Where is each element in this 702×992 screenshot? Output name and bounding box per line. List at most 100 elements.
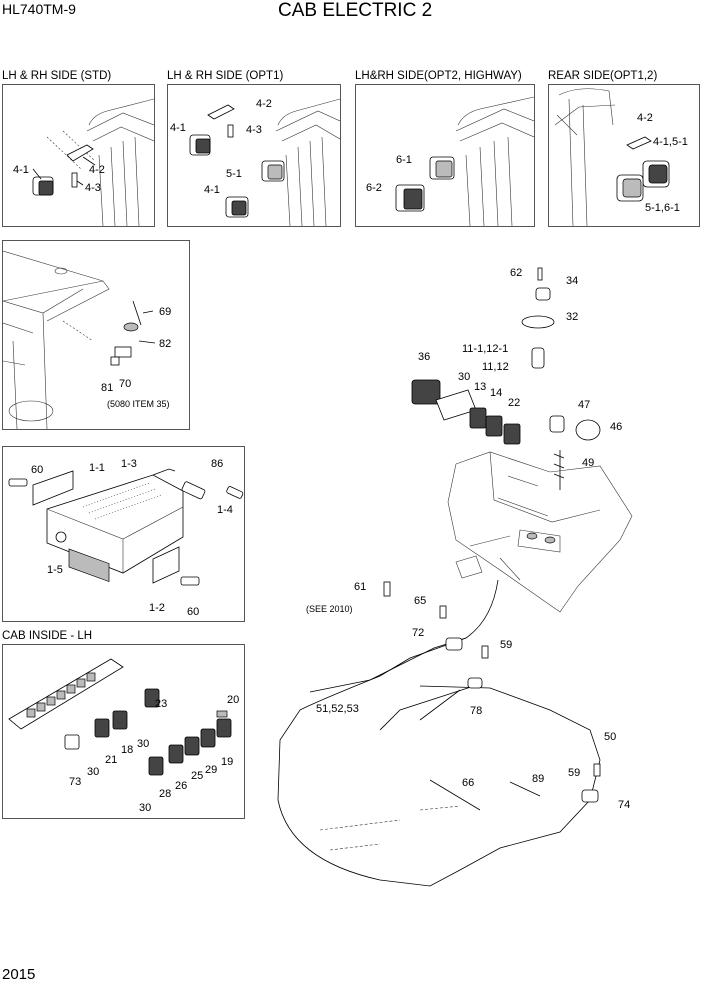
panel-opt2: 6-1 6-2 bbox=[355, 84, 535, 227]
connector-1-4 bbox=[181, 481, 206, 500]
bracket-4-2 bbox=[626, 136, 652, 150]
switch-panel bbox=[8, 658, 124, 730]
console bbox=[447, 451, 633, 613]
opt1-label-4-3: 4-3 bbox=[246, 124, 262, 136]
switch-21 bbox=[94, 718, 110, 738]
switch-25 bbox=[184, 736, 200, 756]
rear-label-4-2: 4-2 bbox=[637, 112, 653, 124]
harness-51 bbox=[309, 579, 499, 693]
bolt-4-3 bbox=[227, 124, 234, 138]
panel-title-opt2: LH&RH SIDE(OPT2, HIGHWAY) bbox=[355, 70, 522, 82]
cab-label-30-a: 30 bbox=[137, 738, 149, 750]
cab-label-25: 25 bbox=[191, 770, 203, 782]
switch-28 bbox=[148, 756, 164, 776]
nut-81 bbox=[110, 356, 120, 366]
radio-display bbox=[68, 548, 110, 583]
clamp-78 bbox=[467, 677, 483, 689]
main-label-22: 22 bbox=[508, 397, 520, 409]
harness-49 bbox=[553, 450, 565, 490]
main-label-62: 62 bbox=[510, 267, 522, 279]
opt1-label-4-1-bottom: 4-1 bbox=[204, 184, 220, 196]
cab-label-29: 29 bbox=[205, 764, 217, 776]
cab-label-18: 18 bbox=[121, 744, 133, 756]
cab-label-30-c: 30 bbox=[139, 802, 151, 814]
main-label-59-b: 59 bbox=[568, 767, 580, 779]
panel-antenna: 69 82 81 70 (5080 ITEM 35) bbox=[2, 240, 190, 430]
switch-19 bbox=[216, 718, 232, 738]
bracket-1-1 bbox=[32, 470, 74, 506]
opt2-label-6-2: 6-2 bbox=[366, 182, 382, 194]
bolt-4-3 bbox=[71, 172, 78, 188]
main-label-74: 74 bbox=[618, 799, 630, 811]
main-label-13: 13 bbox=[474, 381, 486, 393]
harness-50 bbox=[277, 637, 601, 887]
main-label-59-a: 59 bbox=[500, 639, 512, 651]
radio-label-1-2: 1-2 bbox=[149, 602, 165, 614]
screw-65 bbox=[439, 605, 447, 619]
antenna-label-70: 70 bbox=[119, 378, 131, 390]
cab-label-19: 19 bbox=[221, 756, 233, 768]
switch-18 bbox=[112, 710, 128, 730]
main-label-65: 65 bbox=[414, 595, 426, 607]
switch-73 bbox=[64, 734, 80, 750]
main-label-30: 30 bbox=[458, 371, 470, 383]
page-number: 2015 bbox=[2, 966, 36, 983]
main-label-47: 47 bbox=[578, 399, 590, 411]
antenna-label-81: 81 bbox=[101, 382, 113, 394]
screw-59-b bbox=[593, 763, 601, 777]
opt2-diagram: 6-1 6-2 bbox=[366, 96, 535, 227]
panel-title-cab-inside: CAB INSIDE - LH bbox=[2, 630, 93, 642]
antenna-label-82: 82 bbox=[159, 338, 171, 350]
main-label-49: 49 bbox=[582, 457, 594, 469]
main-label-72: 72 bbox=[412, 627, 424, 639]
main-label-14: 14 bbox=[490, 387, 502, 399]
panel-rear: 4-2 4-1,5-1 5-1,6-1 bbox=[548, 84, 700, 227]
plug-86 bbox=[226, 486, 244, 499]
std-label-4-2: 4-2 bbox=[89, 164, 105, 176]
switch-14 bbox=[485, 415, 503, 437]
cab-label-20: 20 bbox=[227, 694, 239, 706]
panel-title-rear: REAR SIDE(OPT1,2) bbox=[548, 70, 658, 82]
opt1-label-5-1: 5-1 bbox=[226, 168, 242, 180]
screw-61 bbox=[383, 581, 391, 597]
main-label-61: 61 bbox=[354, 581, 366, 593]
main-label-32: 32 bbox=[566, 311, 578, 323]
main-label-11-1: 11-1,12-1 bbox=[462, 343, 508, 355]
main-label-78: 78 bbox=[470, 705, 482, 717]
switch-20 bbox=[216, 710, 228, 718]
rear-label-5-1-6-1: 5-1,6-1 bbox=[645, 202, 680, 214]
radio-label-60-top: 60 bbox=[31, 464, 43, 476]
clamp-72 bbox=[445, 637, 463, 651]
switch-29 bbox=[200, 728, 216, 748]
opt1-label-4-2: 4-2 bbox=[256, 98, 272, 110]
bracket-4-2 bbox=[207, 104, 235, 120]
model-number: HL740TM-9 bbox=[2, 1, 76, 17]
page-title: CAB ELECTRIC 2 bbox=[278, 0, 433, 21]
panel-opt1: 4-2 4-1 4-3 5-1 4-1 bbox=[167, 84, 341, 227]
radio-label-1-5: 1-5 bbox=[47, 564, 63, 576]
plate-32 bbox=[521, 315, 555, 329]
main-label-36: 36 bbox=[418, 351, 430, 363]
std-label-4-3: 4-3 bbox=[85, 182, 101, 194]
antenna-base-82 bbox=[123, 322, 139, 332]
main-label-see-2010: (SEE 2010) bbox=[306, 604, 353, 614]
bracket-70 bbox=[114, 346, 132, 358]
cab-label-23: 23 bbox=[155, 698, 167, 710]
bracket-1-2 bbox=[152, 546, 180, 584]
main-diagram: 62 34 32 11-1,12-1 11,12 36 30 13 14 22 … bbox=[277, 267, 633, 887]
screw-60-top bbox=[8, 478, 28, 487]
antenna-rod-69 bbox=[132, 300, 142, 326]
main-label-89: 89 bbox=[532, 773, 544, 785]
screw-59-a bbox=[481, 645, 489, 659]
antenna-note: (5080 ITEM 35) bbox=[107, 399, 170, 409]
radio-label-86: 86 bbox=[211, 458, 223, 470]
switch-23 bbox=[144, 688, 160, 708]
main-label-51-52-53: 51,52,53 bbox=[316, 703, 359, 715]
opt1-label-4-1-top: 4-1 bbox=[170, 122, 186, 134]
antenna-diagram: 69 82 81 70 (5080 ITEM 35) bbox=[2, 250, 171, 430]
cab-inside-diagram: 23 30 18 21 30 73 20 19 29 25 26 28 30 bbox=[8, 658, 239, 814]
cab-label-73: 73 bbox=[69, 776, 81, 788]
key-switch-11 bbox=[531, 347, 545, 369]
cab-label-30-b: 30 bbox=[87, 766, 99, 778]
wires-66-89 bbox=[429, 779, 541, 811]
